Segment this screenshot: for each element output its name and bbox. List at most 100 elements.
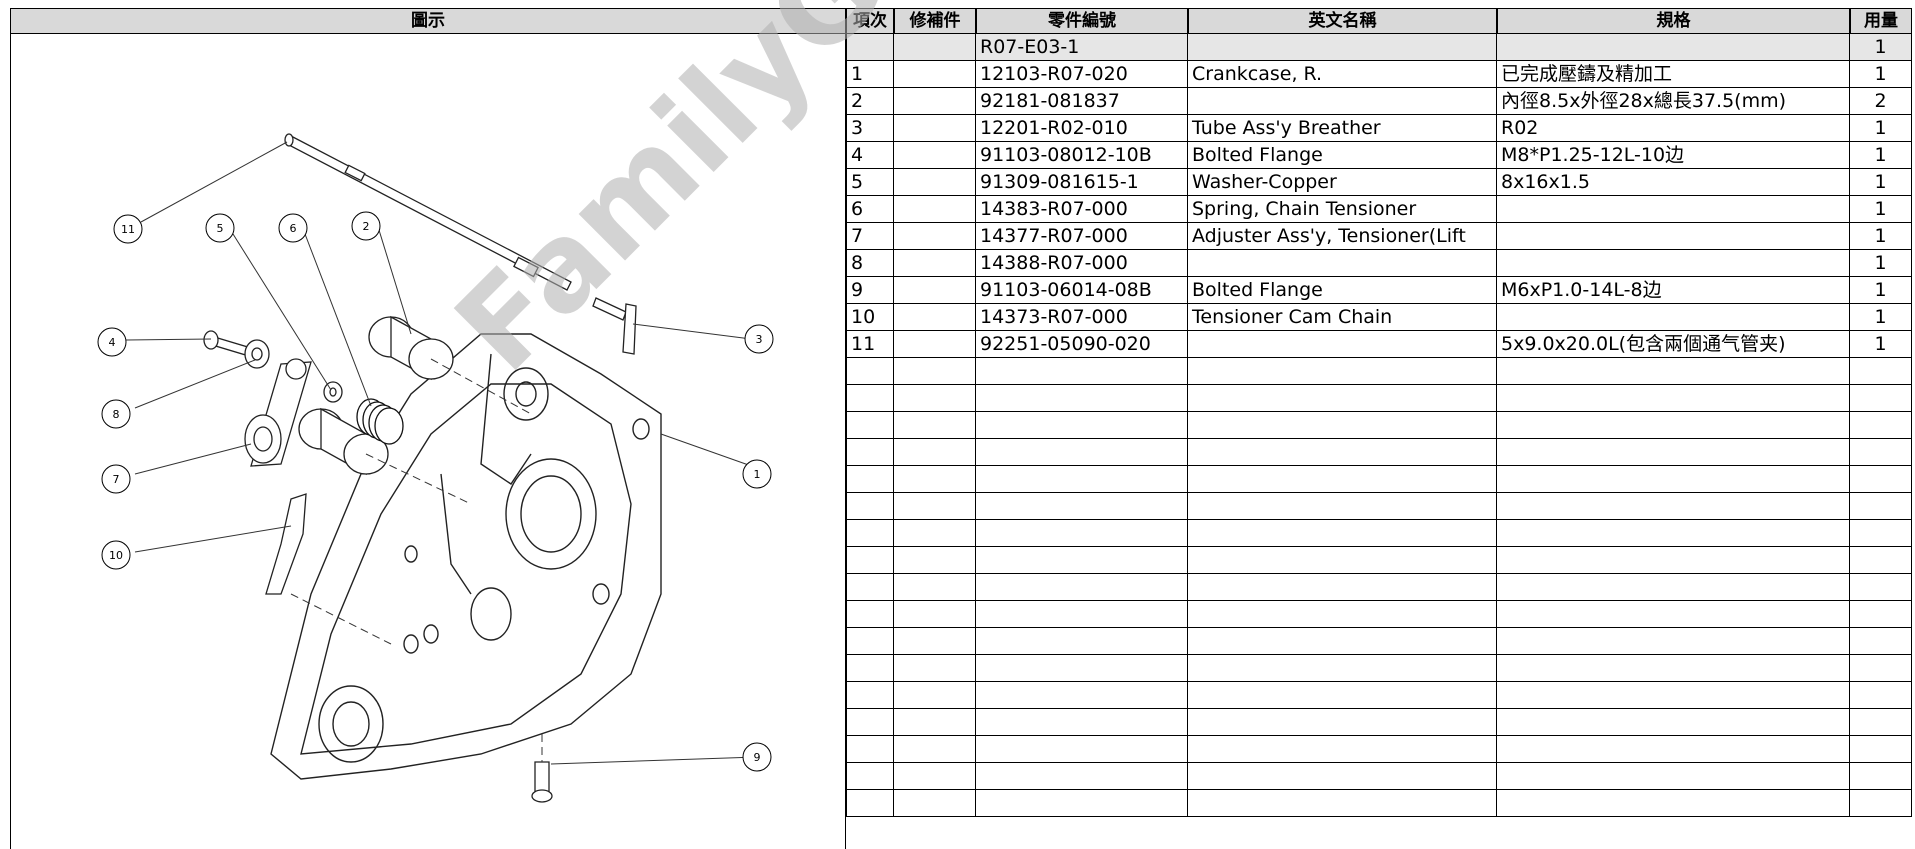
spec-cell [1497,520,1850,547]
english-name-cell [1188,439,1497,466]
qty-cell [1850,574,1912,601]
qty-cell: 1 [1850,169,1912,196]
revision-cell [894,790,976,817]
spec-cell [1497,412,1850,439]
english-name-cell [1188,520,1497,547]
part-number-cell: 92181-081837 [976,88,1188,115]
exploded-view-drawing: 11 5 6 2 3 4 8 7 1 10 9 [97,133,774,803]
svg-text:4: 4 [109,336,116,349]
qty-cell: 1 [1850,250,1912,277]
english-name-cell [1188,763,1497,790]
spec-cell [1497,709,1850,736]
spec-cell [1497,34,1850,61]
item-cell: 11 [846,331,894,358]
part-number-cell: 12201-R02-010 [976,115,1188,142]
english-name-cell [1188,574,1497,601]
spec-cell [1497,196,1850,223]
callout-10: 10 [101,540,131,570]
revision-cell [894,142,976,169]
revision-cell [894,412,976,439]
part-number-cell: 12103-R07-020 [976,61,1188,88]
part-number-cell: 14383-R07-000 [976,196,1188,223]
part-number-cell [976,385,1188,412]
qty-cell [1850,520,1912,547]
english-name-cell: Washer-Copper [1188,169,1497,196]
item-cell [846,574,894,601]
exploded-diagram: 11 5 6 2 3 4 8 7 1 10 9 [10,34,846,849]
table-row [846,358,1912,385]
spec-cell [1497,358,1850,385]
qty-cell: 1 [1850,277,1912,304]
part-number-cell: 14373-R07-000 [976,304,1188,331]
qty-cell: 2 [1850,88,1912,115]
item-cell [846,709,894,736]
svg-text:10: 10 [109,549,123,562]
english-name-cell [1188,385,1497,412]
english-name-cell: Adjuster Ass'y, Tensioner(Lift [1188,223,1497,250]
part-number-cell: 91103-08012-10B [976,142,1188,169]
part-number-cell: 92251-05090-020 [976,331,1188,358]
qty-cell [1850,493,1912,520]
header-spec: 規格 [1497,8,1850,34]
table-row [846,574,1912,601]
spec-cell [1497,466,1850,493]
revision-cell [894,709,976,736]
table-row [846,412,1912,439]
item-cell [846,34,894,61]
item-cell [846,466,894,493]
item-cell: 10 [846,304,894,331]
part-number-cell [976,493,1188,520]
header-item: 項次 [846,8,894,34]
item-cell [846,763,894,790]
item-cell: 7 [846,223,894,250]
qty-cell: 1 [1850,34,1912,61]
qty-cell [1850,709,1912,736]
part-number-cell: 91309-081615-1 [976,169,1188,196]
part-number-cell [976,628,1188,655]
revision-cell [894,169,976,196]
part-number-cell [976,520,1188,547]
header-diagram: 圖示 [10,8,846,34]
revision-cell [894,304,976,331]
table-row [846,385,1912,412]
qty-cell: 1 [1850,142,1912,169]
spec-cell: 內徑8.5x外徑28x總長37.5(mm) [1497,88,1850,115]
spec-cell [1497,250,1850,277]
part-number-cell [976,790,1188,817]
svg-text:3: 3 [756,333,763,346]
table-row [846,439,1912,466]
callout-11: 11 [113,214,143,244]
parts-sheet: 圖示 項次 修補件 零件編號 英文名稱 規格 用量 [10,8,1912,849]
qty-cell [1850,439,1912,466]
revision-cell [894,61,976,88]
item-cell [846,493,894,520]
spec-cell [1497,628,1850,655]
english-name-cell [1188,358,1497,385]
part-number-cell [976,682,1188,709]
revision-cell [894,223,976,250]
table-row [846,655,1912,682]
qty-cell [1850,682,1912,709]
part-number-cell [976,655,1188,682]
part-number-cell: 14377-R07-000 [976,223,1188,250]
part-number-cell [976,466,1188,493]
svg-text:8: 8 [113,408,120,421]
item-cell [846,412,894,439]
part-number-cell [976,412,1188,439]
qty-cell: 1 [1850,223,1912,250]
svg-text:1: 1 [754,468,761,481]
english-name-cell [1188,655,1497,682]
revision-cell [894,115,976,142]
svg-text:7: 7 [113,473,120,486]
revision-cell [894,385,976,412]
english-name-cell [1188,250,1497,277]
spec-cell [1497,736,1850,763]
revision-cell [894,601,976,628]
spec-cell [1497,682,1850,709]
qty-cell [1850,358,1912,385]
